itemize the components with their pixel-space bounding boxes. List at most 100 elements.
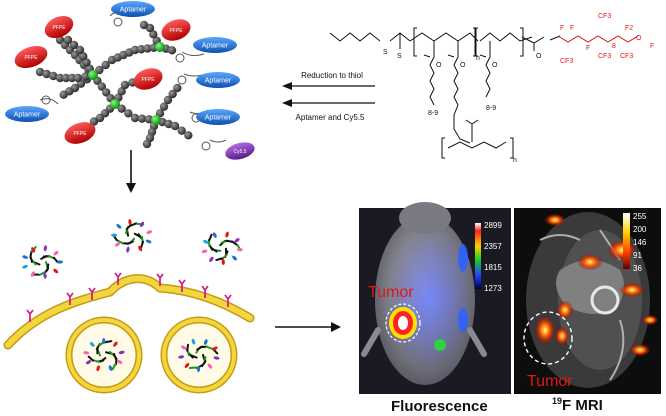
aptamer-tag: Aptamer [5, 106, 49, 122]
sulfur-atom: S [397, 53, 402, 60]
polymer-bead [61, 73, 71, 83]
polymer-bead [143, 44, 152, 53]
pfpe-label: PFPE [141, 77, 155, 83]
scale-tick-label: 36 [633, 264, 642, 273]
nanocluster [22, 245, 63, 279]
scale-tick-label: 1273 [484, 284, 502, 293]
aptamer-tag: Aptamer [111, 1, 155, 17]
fluorine-atom: F [650, 43, 654, 50]
backbone [409, 32, 479, 42]
polymer-bead [164, 119, 173, 129]
cf3-group: CF3 [598, 13, 611, 20]
pfpe-label: PFPE [24, 55, 38, 61]
receptor [26, 309, 34, 322]
polymer-bead [117, 87, 126, 96]
caption-fluorescence: Fluorescence [391, 398, 488, 415]
polymer-bead [82, 58, 91, 67]
polymer-bead [95, 65, 104, 75]
repeat-count: n [476, 55, 480, 62]
polymer-bead [120, 80, 130, 90]
receptor [88, 287, 96, 300]
polymer-bead [159, 102, 169, 111]
scale-tick-label: 200 [633, 225, 647, 234]
cf3-group: CF3 [560, 58, 573, 65]
polymer-bead [149, 30, 158, 39]
fluorinated-chain: F F CF3 F2 F CF3 CF3 CF3 F 8 O [557, 13, 654, 65]
chemical-structure [329, 27, 561, 159]
receptor [178, 279, 186, 292]
polymer-bead [79, 52, 88, 61]
pfpe-label: PFPE [169, 28, 183, 34]
right-arrow [275, 322, 341, 332]
oxygen-atom: O [536, 53, 542, 60]
receptor [156, 273, 164, 286]
crosslink-bead [151, 115, 161, 125]
caption-mri-text: F MRI [562, 397, 603, 414]
fluorescence-scale-bar [475, 223, 481, 289]
repeat-count: 8-9 [486, 105, 496, 112]
receptor [66, 292, 74, 305]
receptor [114, 272, 122, 285]
chemical-text: S S O O O O 8-9 8-9 n n [383, 49, 542, 164]
polymer-bead [163, 95, 173, 105]
polymer-bead [89, 117, 99, 126]
polymer-bead [144, 115, 154, 124]
polymer-bead [67, 73, 77, 83]
scale-tick-label: 146 [633, 238, 647, 247]
pfpe-tag: PFPE [14, 45, 48, 69]
backbone-bracket [474, 27, 524, 57]
polymer-bead [63, 35, 73, 45]
oxygen-atom: O [636, 35, 642, 42]
pfpe-label: PFPE [73, 131, 87, 137]
polymer-bead [97, 82, 107, 91]
down-arrow [126, 150, 136, 193]
scale-tick-label: 255 [633, 212, 647, 221]
aptamer-label: Aptamer [202, 43, 229, 50]
repeat-count: 8 [612, 43, 616, 50]
tumor-signal [385, 303, 421, 343]
repeat-count: 8-9 [428, 110, 438, 117]
backbone [479, 32, 533, 42]
polymer-bead [69, 40, 79, 50]
fluorine-atom: F [586, 45, 590, 52]
polymer-bead [130, 45, 140, 55]
thio-bond [389, 32, 411, 49]
receptor [201, 285, 209, 298]
polymer-bead [184, 131, 193, 140]
polymer-bead [142, 139, 152, 149]
aptamer-label: Aptamer [120, 7, 147, 14]
polymer-bead [101, 60, 110, 70]
crosslink [447, 141, 507, 149]
receptor [224, 294, 232, 307]
carbonyl [423, 54, 487, 58]
sulfur-atom: S [383, 49, 388, 56]
tumor-label-fluorescence: Tumor [368, 284, 414, 301]
polymer-bead [55, 73, 65, 83]
cf3-group: CF3 [620, 53, 633, 60]
pfpe-tag: PFPE [161, 19, 191, 41]
polymer-bead [137, 45, 146, 54]
polymer-bead [42, 69, 51, 79]
polymer-bead [75, 45, 85, 55]
cell-uptake-scheme [3, 219, 255, 394]
side-chain [485, 41, 491, 98]
polymer-bead [139, 20, 149, 30]
cy55-label: Cy5.5 [233, 149, 246, 155]
polymer-bead [130, 113, 140, 123]
tumor-label-mri: Tumor [527, 373, 573, 390]
endosome [65, 316, 143, 394]
nanocluster [83, 338, 125, 372]
polymer-bead [177, 126, 186, 135]
butyl-chain [329, 32, 381, 42]
polymer-bead [173, 83, 182, 93]
oxygen-atom: O [492, 62, 498, 69]
fluorine-atom: F [570, 25, 574, 32]
aptamer-tag: Aptamer [193, 37, 237, 53]
aptamer-tag: Aptamer [196, 109, 240, 125]
polymer-bead [49, 71, 58, 81]
backbone-bracket [413, 27, 477, 57]
